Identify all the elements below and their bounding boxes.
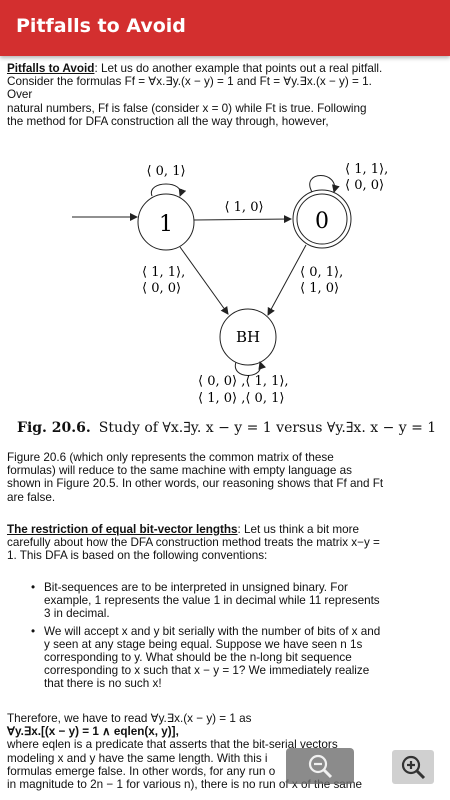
intro-heading: Pitfalls to Avoid <box>7 62 95 75</box>
loop-1-label: ⟨ 0, 1⟩ <box>146 164 185 179</box>
loop-bh-label-b: ⟨ 1, 0⟩ ,⟨ 0, 1⟩ <box>198 391 284 406</box>
figure-caption: Fig. 20.6. Study of ∀x.∃y. x − y = 1 vers… <box>17 420 436 436</box>
loop-bh-label-a: ⟨ 0, 0⟩ ,⟨ 1, 1⟩, <box>198 374 289 389</box>
dfa-figure: 1 ⟨ 0, 1⟩ 0 ⟨ 1, 1⟩, ⟨ 0, 0⟩ ⟨ 1, 0⟩ BH … <box>72 162 388 406</box>
paragraph-3: The restriction of equal bit-vector leng… <box>7 523 380 563</box>
state-bh <box>219 308 277 366</box>
paragraph-2: Figure 20.6 (which only represents the c… <box>7 451 384 504</box>
zoom-out-icon <box>308 754 333 779</box>
zoom-in-icon <box>401 755 426 780</box>
loop-state-1 <box>151 183 187 197</box>
caption-text: Study of ∀x.∃y. x − y = 1 versus ∀y.∃x. … <box>98 420 437 436</box>
bullet-icon: • <box>31 624 36 638</box>
paragraph-4: Therefore, we have to read ∀y.∃x.(x − y)… <box>7 712 363 792</box>
loop-0-label-a: ⟨ 1, 1⟩, <box>345 162 388 177</box>
app-bar: Pitfalls to Avoid <box>0 0 450 56</box>
state-0-label: 0 <box>315 209 329 234</box>
loop-state-0 <box>309 175 340 193</box>
edge-0-to-bh <box>267 244 307 316</box>
conventions-list: • Bit-sequences are to be interpreted in… <box>31 581 444 695</box>
zoom-out-button[interactable] <box>286 748 354 784</box>
edge-1-bh-label-a: ⟨ 1, 1⟩, <box>142 265 185 280</box>
state-1-label: 1 <box>159 212 173 237</box>
list-item: • We will accept x and y bit serially wi… <box>31 624 381 691</box>
edge-1-bh-label-b: ⟨ 0, 0⟩ <box>142 281 181 296</box>
caption-label: Fig. 20.6. <box>17 420 91 436</box>
restriction-heading: The restriction of equal bit-vector leng… <box>7 523 238 536</box>
edge-1-to-bh <box>179 246 229 315</box>
edge-1-0-label: ⟨ 1, 0⟩ <box>224 200 263 215</box>
state-bh-label: BH <box>236 328 260 346</box>
loop-0-label-b: ⟨ 0, 0⟩ <box>345 178 384 193</box>
edge-1-to-0 <box>193 215 292 224</box>
intro-paragraph: Pitfalls to Avoid: Let us do another exa… <box>7 62 383 128</box>
state-0 <box>292 189 352 249</box>
loop-state-bh <box>234 361 266 376</box>
page-title: Pitfalls to Avoid <box>16 15 186 37</box>
bullet-icon: • <box>31 581 36 594</box>
state-0-inner <box>296 193 348 245</box>
edge-0-bh-label-b: ⟨ 1, 0⟩ <box>300 281 339 296</box>
edge-0-bh-label-a: ⟨ 0, 1⟩, <box>300 265 343 280</box>
state-1 <box>137 193 195 251</box>
list-item: • Bit-sequences are to be interpreted in… <box>31 581 380 621</box>
zoom-in-button[interactable] <box>392 750 434 784</box>
